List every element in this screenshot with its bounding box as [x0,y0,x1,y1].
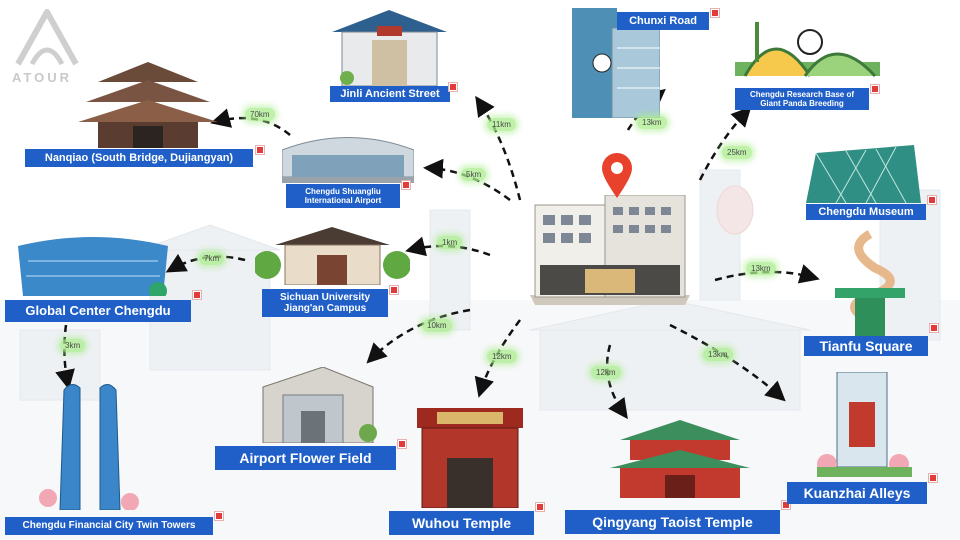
brand-name: ATOUR [12,70,73,85]
qingyang-distance: 12km [591,366,621,379]
atour-logo-icon [15,9,79,66]
global-label: Global Center Chengdu [5,300,191,322]
wuhou-label: Wuhou Temple [389,511,534,535]
twin-towers-icon [39,384,139,510]
global-close-icon[interactable] [193,291,201,299]
chunxi-label: Chunxi Road [617,12,709,30]
kuanzhai-gate-icon [817,372,912,477]
qingyang-close-icon[interactable] [782,501,790,509]
pagoda-bridge-icon [78,62,218,148]
chunxi-close-icon[interactable] [711,9,719,17]
kuanzhai-close-icon[interactable] [929,474,937,482]
jinli-distance: 11km [487,118,516,131]
sichuan-distance: 1km [437,236,463,249]
flower-label: Airport Flower Field [215,446,396,470]
location-pin-icon [602,153,632,198]
panda-base-icon [735,22,880,78]
tianfu-label: Tianfu Square [804,336,928,356]
global-center-icon [18,237,168,296]
kuanzhai-distance: 13km [703,348,733,361]
university-gate-icon [255,227,410,285]
airport-terminal-icon [282,137,414,183]
jinli-close-icon[interactable] [449,83,457,91]
tianfu-sculpture-icon [835,230,905,336]
nanqiao-label: Nanqiao (South Bridge, Dujiangyan) [25,149,253,167]
wuhou-temple-icon [417,408,523,508]
sichuan-close-icon[interactable] [390,286,398,294]
qingyang-temple-icon [610,420,750,498]
panda-close-icon[interactable] [871,85,879,93]
global-distance: 7km [199,252,225,265]
jinli-gate-icon [332,10,447,86]
nanqiao-distance: 70km [245,108,275,121]
panda-distance: 25km [722,146,752,159]
airport-close-icon[interactable] [402,181,410,189]
flower-close-icon[interactable] [398,440,406,448]
airport-label: Chengdu Shuangliu International Airport [286,184,400,208]
airport-distance: 5km [461,168,487,181]
flower-distance: 10km [422,319,452,332]
hotel-building-icon [530,195,690,305]
museum-close-icon[interactable] [928,196,936,204]
wuhou-close-icon[interactable] [536,503,544,511]
qingyang-label: Qingyang Taoist Temple [565,510,780,534]
twin-label: Chengdu Financial City Twin Towers [5,517,213,535]
museum-building-icon [806,145,921,203]
chunxi-tower-icon [572,8,660,118]
sichuan-label: Sichuan University Jiang'an Campus [262,289,388,317]
twin-distance: 3km [60,339,86,352]
chunxi-distance: 13km [637,116,667,129]
museum-label: Chengdu Museum [806,204,926,220]
jinli-label: Jinli Ancient Street [330,86,450,102]
tianfu-distance: 13km [746,262,776,275]
flower-field-building-icon [262,367,377,443]
twin-close-icon[interactable] [215,512,223,520]
nanqiao-close-icon[interactable] [256,146,264,154]
tianfu-close-icon[interactable] [930,324,938,332]
wuhou-distance: 12km [487,350,517,363]
panda-label: Chengdu Research Base of Giant Panda Bre… [735,88,869,110]
kuanzhai-label: Kuanzhai Alleys [787,482,927,504]
